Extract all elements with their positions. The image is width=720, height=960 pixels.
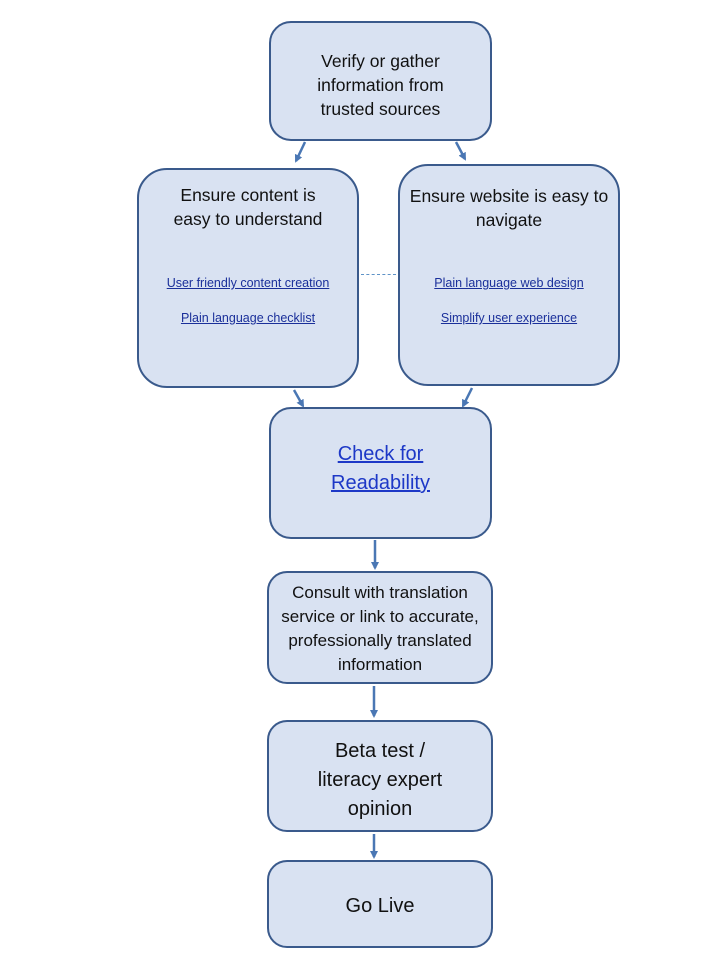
step-content-box: Ensure content is easy to understand Use… bbox=[137, 168, 359, 388]
arrow-website-to-readability bbox=[461, 387, 474, 408]
content-links: User friendly content creation Plain lan… bbox=[139, 275, 357, 345]
step-live-box: Go Live bbox=[267, 860, 493, 948]
step-readability-box: Check for Readability bbox=[269, 407, 492, 539]
step-translation-text: Consult with translation service or link… bbox=[281, 583, 479, 674]
link-user-friendly-content[interactable]: User friendly content creation bbox=[166, 276, 330, 290]
link-plain-language-checklist[interactable]: Plain language checklist bbox=[180, 311, 316, 325]
dashed-connector bbox=[361, 274, 396, 275]
step-translation-box: Consult with translation service or link… bbox=[267, 571, 493, 684]
website-links: Plain language web design Simplify user … bbox=[400, 275, 618, 345]
arrow-verify-to-website bbox=[454, 141, 467, 161]
arrow-content-to-readability bbox=[292, 389, 305, 408]
step-live-text: Go Live bbox=[345, 895, 415, 917]
step-verify-box: Verify or gather information from truste… bbox=[269, 21, 492, 141]
arrow-verify-to-content bbox=[294, 141, 307, 163]
step-beta-text: Beta test / literacy expert opinion bbox=[317, 740, 443, 820]
step-content-title: Ensure content is easy to understand bbox=[173, 185, 323, 229]
link-simplify-user-experience[interactable]: Simplify user experience bbox=[440, 311, 578, 325]
link-plain-language-web-design[interactable]: Plain language web design bbox=[434, 276, 584, 290]
step-website-box: Ensure website is easy to navigate Plain… bbox=[398, 164, 620, 386]
link-check-readability[interactable]: Check for Readability bbox=[331, 443, 430, 494]
step-beta-box: Beta test / literacy expert opinion bbox=[267, 720, 493, 832]
step-website-title: Ensure website is easy to navigate bbox=[409, 186, 609, 230]
step-verify-text: Verify or gather information from truste… bbox=[317, 51, 444, 119]
